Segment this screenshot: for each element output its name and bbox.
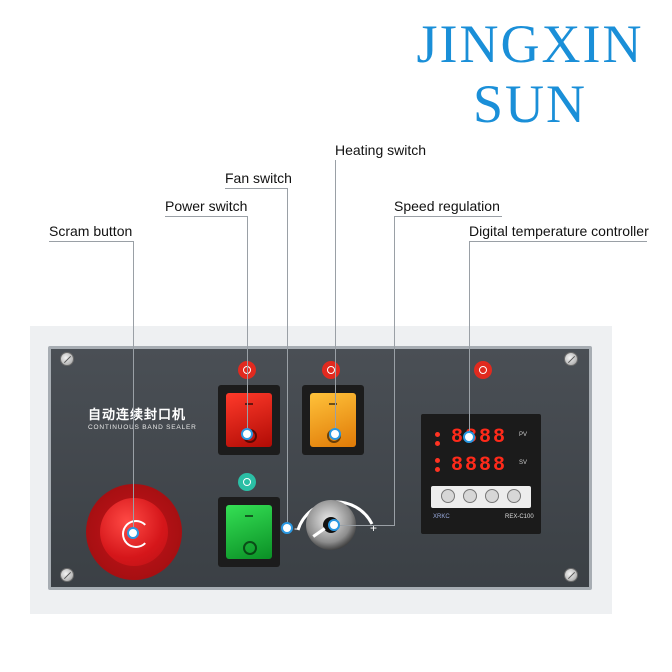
- panel-title: 自动连续封口机: [88, 407, 187, 422]
- fan-symbol-icon: [238, 473, 256, 491]
- speed-regulation-label: Speed regulation: [394, 198, 500, 214]
- speed-leader-line: [394, 216, 395, 526]
- controller-buttons: [431, 486, 531, 508]
- speed-plus-label: +: [370, 521, 378, 535]
- power-leader-line: [165, 216, 247, 217]
- panel-screw: [60, 352, 74, 366]
- fan-marker: [281, 522, 293, 534]
- scram-marker: [127, 527, 139, 539]
- speed-minus-label: -: [294, 521, 298, 535]
- heating-symbol-icon: [322, 361, 340, 379]
- heating-switch-label: Heating switch: [335, 142, 427, 158]
- down-button[interactable]: [485, 489, 499, 503]
- scram-leader-line: [133, 241, 134, 533]
- panel-screw: [60, 568, 74, 582]
- speed-leader-line: [336, 525, 394, 526]
- brand-line-1: JINGXIN: [416, 14, 644, 74]
- pv-display: 8888: [451, 426, 508, 449]
- heating-switch[interactable]: [302, 385, 364, 455]
- controller-brand: XRKC: [433, 514, 450, 520]
- power-marker: [241, 428, 253, 440]
- heating-leader-line: [335, 160, 336, 434]
- scram-button-label: Scram button: [49, 223, 133, 239]
- speed-leader-line: [394, 216, 502, 217]
- controller-leader-line: [469, 241, 647, 242]
- panel-screw: [564, 568, 578, 582]
- scram-leader-line: [49, 241, 133, 242]
- pv-tag: PV: [519, 432, 528, 438]
- temperature-controller-label: Digital temperature controller: [469, 223, 649, 239]
- temperature-controller: 8888 PV 8888 SV XRKC REX-C100: [421, 414, 541, 534]
- power-switch[interactable]: [218, 385, 280, 455]
- rotate-arrows-icon: [122, 520, 150, 548]
- fan-switch-label: Fan switch: [225, 170, 292, 186]
- power-leader-line: [247, 216, 248, 434]
- thermometer-symbol-icon: [474, 361, 492, 379]
- brand-logo: JINGXIN SUN: [400, 14, 660, 134]
- fan-leader-line: [287, 188, 288, 528]
- sv-display: 8888: [451, 454, 508, 477]
- brand-line-2: SUN: [472, 74, 588, 134]
- set-button[interactable]: [441, 489, 455, 503]
- controller-marker: [463, 431, 475, 443]
- speed-marker: [328, 519, 340, 531]
- up-button[interactable]: [507, 489, 521, 503]
- controller-model: REX-C100: [505, 514, 534, 520]
- fan-switch[interactable]: [218, 497, 280, 567]
- sv-tag: SV: [519, 460, 528, 466]
- fan-leader-line: [225, 188, 287, 189]
- heating-marker: [329, 428, 341, 440]
- panel-subtitle: CONTINUOUS BAND SEALER: [88, 424, 197, 431]
- panel-screw: [564, 352, 578, 366]
- shift-button[interactable]: [463, 489, 477, 503]
- fan-rocker[interactable]: [226, 505, 272, 559]
- controller-leader-line: [469, 241, 470, 437]
- power-switch-label: Power switch: [165, 198, 248, 214]
